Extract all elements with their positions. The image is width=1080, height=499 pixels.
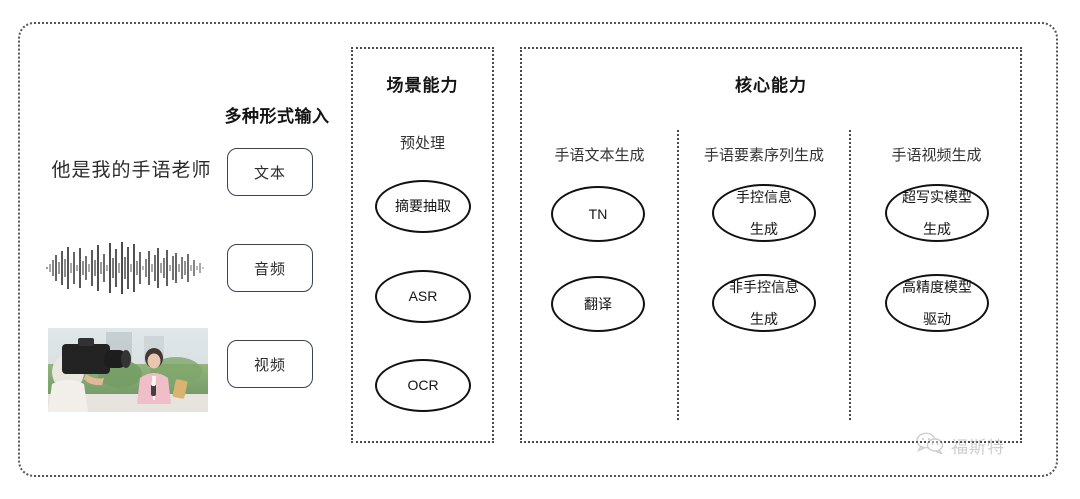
core-node-manual-info[interactable]: 手控信息 生成 [712, 184, 816, 242]
core-column-divider-2 [849, 130, 851, 420]
video-thumbnail-icon [48, 328, 208, 412]
core-node-translation-label: 翻译 [584, 295, 612, 312]
watermark: 福斯特 [915, 432, 1005, 459]
core-node-photoreal-model-line1: 超写实模型 [902, 188, 972, 205]
core-node-nonmanual-info-line1: 非手控信息 [729, 278, 799, 295]
core-capability-panel: 核心能力 手语文本生成 TN 翻译 手语要素序列生成 手控信息 生成 [520, 47, 1022, 443]
core-column-1-label: 手语文本生成 [554, 147, 645, 164]
core-node-photoreal-model-line2: 生成 [923, 221, 951, 238]
core-node-manual-info-line1: 手控信息 [736, 188, 792, 205]
core-node-nonmanual-info-line2: 生成 [750, 311, 778, 328]
scene-node-summary-label: 摘要抽取 [395, 198, 451, 215]
core-node-highprecision-model-line1: 高精度模型 [902, 278, 972, 295]
core-node-highprecision-model-line2: 驱动 [923, 311, 951, 328]
input-sample-sentence: 他是我的手语老师 [51, 160, 212, 181]
core-column-text-generation: 手语文本生成 TN 翻译 [522, 144, 677, 332]
core-node-nonmanual-info[interactable]: 非手控信息 生成 [712, 274, 816, 332]
input-modality-audio[interactable]: 音频 [227, 244, 313, 292]
scene-node-ocr[interactable]: OCR [375, 359, 471, 412]
scene-capability-panel: 场景能力 预处理 摘要抽取 ASR OCR [351, 47, 494, 443]
input-modality-video[interactable]: 视频 [227, 340, 313, 388]
core-node-tn[interactable]: TN [551, 186, 645, 242]
core-column-divider-1 [677, 130, 679, 420]
scene-node-asr[interactable]: ASR [375, 270, 471, 323]
core-column-2-label: 手语要素序列生成 [703, 147, 824, 164]
wechat-icon [915, 432, 945, 459]
scene-node-asr-label: ASR [408, 288, 438, 305]
scene-panel-title: 场景能力 [386, 76, 459, 95]
core-column-video-generation: 手语视频生成 超写实模型 生成 高精度模型 驱动 [851, 144, 1022, 332]
scene-panel-subtitle: 预处理 [399, 135, 445, 152]
core-node-tn-label: TN [588, 205, 608, 222]
input-section-heading: 多种形式输入 [224, 107, 330, 126]
scene-node-summary[interactable]: 摘要抽取 [375, 180, 471, 233]
scene-node-ocr-label: OCR [407, 377, 439, 394]
core-panel-title: 核心能力 [735, 76, 807, 95]
core-node-photoreal-model[interactable]: 超写实模型 生成 [885, 184, 989, 242]
core-column-3-label: 手语视频生成 [891, 147, 982, 164]
core-node-highprecision-model[interactable]: 高精度模型 驱动 [885, 274, 989, 332]
core-node-translation[interactable]: 翻译 [551, 276, 645, 332]
waveform-icon [45, 238, 207, 298]
input-modality-text[interactable]: 文本 [227, 148, 313, 196]
watermark-text: 福斯特 [951, 438, 1005, 457]
core-node-manual-info-line2: 生成 [750, 221, 778, 238]
outer-frame [18, 22, 1058, 477]
core-column-element-sequence: 手语要素序列生成 手控信息 生成 非手控信息 生成 [679, 144, 849, 332]
